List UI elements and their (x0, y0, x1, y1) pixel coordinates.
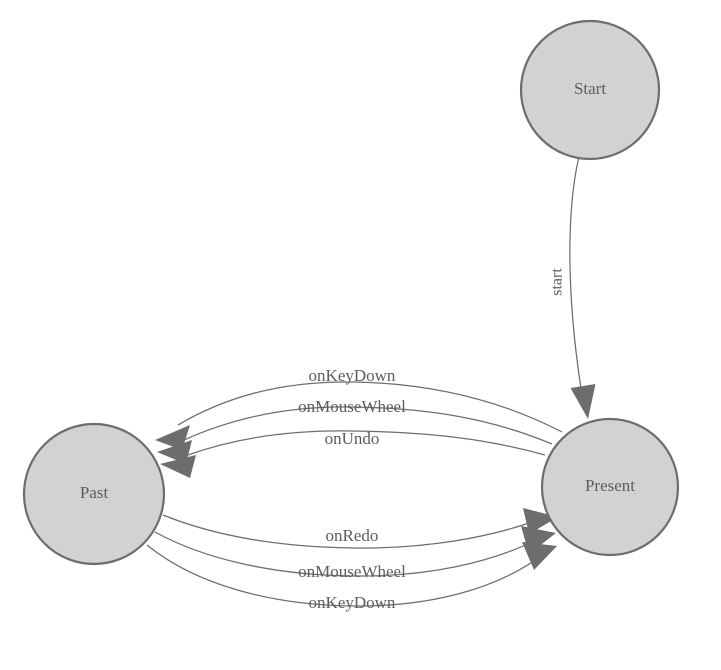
node-start-circle (519, 19, 661, 161)
node-present-label: Present (585, 476, 635, 495)
edge-label-start: start (549, 268, 566, 296)
edge-present-to-past-onundo-arrowhead (160, 455, 196, 478)
edge-present-to-past-onmousewheel-arrowhead (157, 440, 192, 464)
edge-label-past-present-onredo: onRedo (326, 526, 379, 545)
edge-past-to-present-onredo-path (162, 514, 541, 549)
node-past-circle (22, 422, 166, 566)
node-past[interactable]: Past (22, 422, 166, 566)
edge-start-to-present-path (569, 158, 583, 396)
node-start[interactable]: Start (519, 19, 661, 161)
edge-label-past-present-onkeydown: onKeyDown (309, 593, 396, 612)
edge-start-to-present-arrowhead (570, 384, 596, 419)
edge-past-to-present-onkeydown-path (146, 544, 546, 607)
edge-past-to-present-onredo[interactable]: onRedo (162, 508, 558, 549)
edge-present-to-past-onmousewheel[interactable]: onMouseWheel (157, 397, 553, 464)
edge-label-present-past-onmousewheel: onMouseWheel (298, 397, 406, 416)
edge-present-to-past-onmousewheel-path (181, 406, 553, 445)
node-start-label: Start (574, 79, 606, 98)
edge-label-present-past-onkeydown: onKeyDown (309, 366, 396, 385)
edge-present-to-past-onkeydown-path (177, 381, 563, 433)
node-present[interactable]: Present (540, 417, 680, 557)
edge-past-to-present-onkeydown-arrowhead (522, 542, 557, 570)
edge-past-to-present-onmousewheel-path (154, 531, 541, 577)
edge-label-past-present-onmousewheel: onMouseWheel (298, 562, 406, 581)
edge-label-present-past-onundo: onUndo (325, 429, 380, 448)
edge-start-to-present[interactable]: start (549, 158, 596, 420)
edge-past-to-present-onkeydown[interactable]: onKeyDown (146, 542, 557, 612)
edge-present-to-past-onundo[interactable]: onUndo (160, 429, 546, 478)
node-present-circle (540, 417, 680, 557)
edge-present-to-past-onundo-path (187, 430, 546, 456)
edge-past-to-present-onredo-arrowhead (523, 508, 558, 534)
node-past-label: Past (80, 483, 109, 502)
